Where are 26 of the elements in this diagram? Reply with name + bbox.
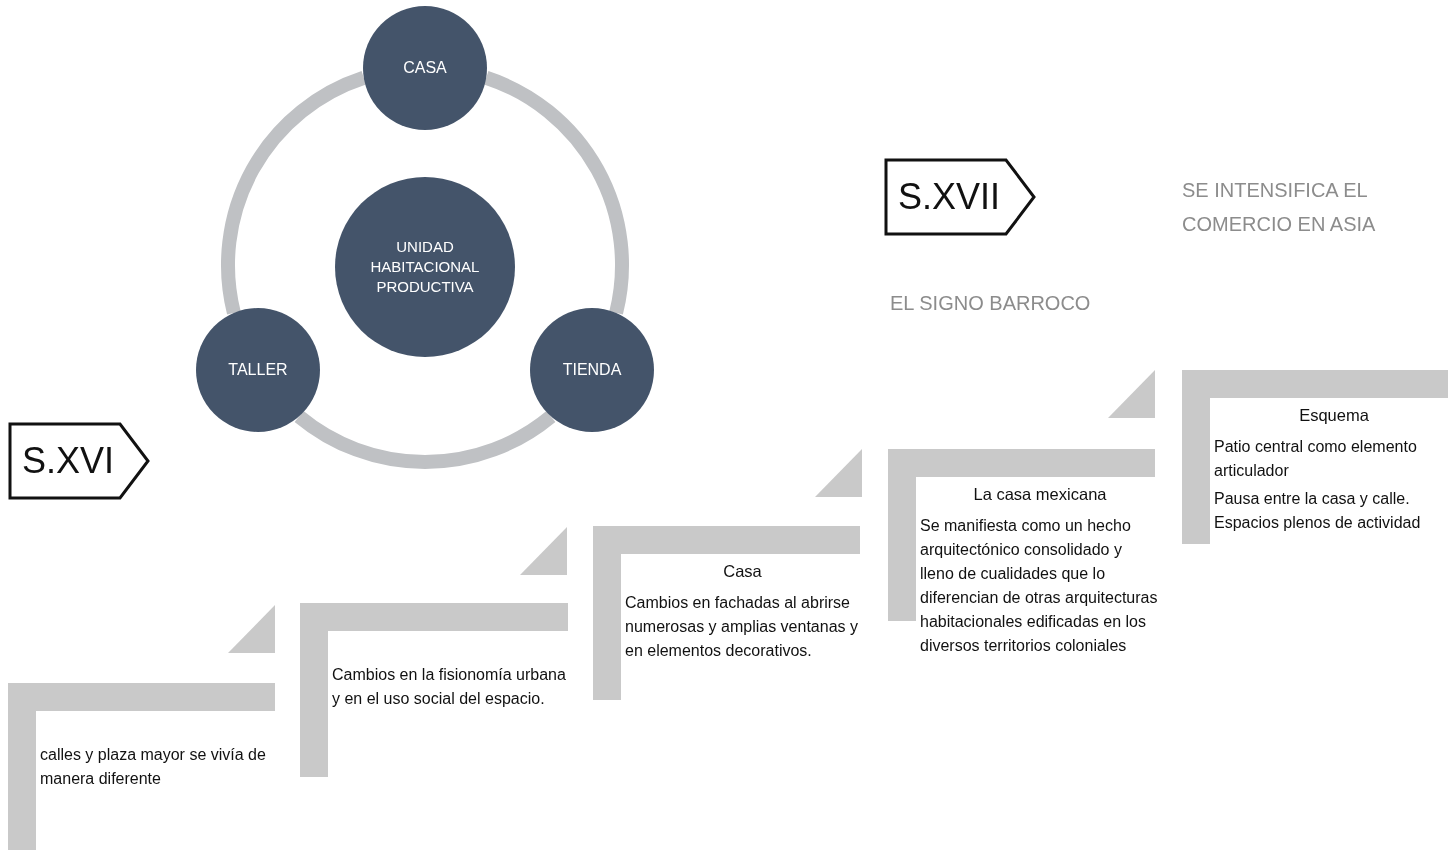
step-heading: La casa mexicana <box>972 485 1108 504</box>
step-text: Se manifiesta como un hecho arquitectónico consolidado y lleno de cualidades que lo diferencian de otras arquitecturas habitacionales edificadas en los diversos territorios coloniales <box>920 516 1159 656</box>
tag-text: S.XVII <box>898 176 1001 218</box>
section-label: SE INTENSIFICA EL COMERCIO EN ASIA <box>1182 178 1377 237</box>
circle-node: TALLER <box>196 308 320 432</box>
step-text: Pausa entre la casa y calle. Espacios plenos de actividad <box>1214 489 1422 533</box>
step-text: Cambios en fachadas al abrirse numerosas y amplias ventanas y en elementos decorativos. <box>625 593 859 661</box>
step-text: calles y plaza mayor se vivía de manera diferente <box>40 745 267 789</box>
step-heading: Esquema <box>1298 406 1370 425</box>
circle-node: TIENDA <box>530 308 654 432</box>
ring-segment <box>221 71 367 315</box>
ring-segment <box>294 410 556 469</box>
ring-segment <box>483 71 629 315</box>
step-heading: Casa <box>722 562 763 581</box>
section-label: EL SIGNO BARROCO <box>890 291 1092 316</box>
step-block <box>1182 370 1448 544</box>
step-block <box>300 603 568 777</box>
century-tag <box>884 158 1036 236</box>
circle-node: UNIDAD HABITACIONAL PRODUCTIVA <box>335 177 515 357</box>
tag-text: S.XVI <box>22 440 115 482</box>
century-tag <box>8 422 150 500</box>
circle-node: CASA <box>363 6 487 130</box>
step-text: Cambios en la fisionomía urbana y en el uso social del espacio. <box>332 665 567 709</box>
step-text: Patio central como elemento articulador <box>1214 437 1418 481</box>
step-block <box>8 683 275 850</box>
step-block <box>593 526 860 700</box>
